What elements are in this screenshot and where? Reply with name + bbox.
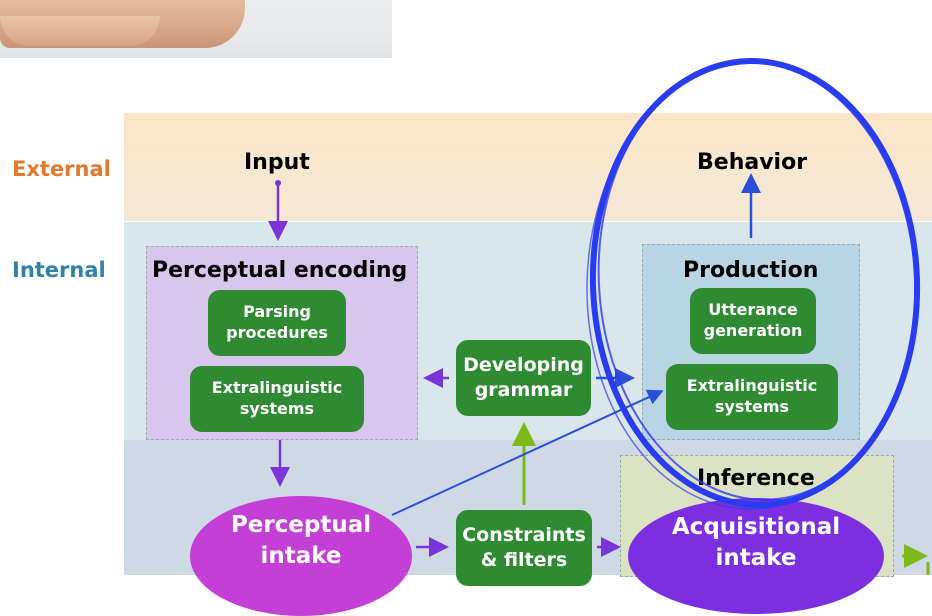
input-label: Input [244, 150, 310, 175]
constraints-filters-box: Constraints & filters [456, 510, 592, 586]
photo-fragment [0, 0, 392, 58]
intake-to-production-arrow [391, 389, 664, 516]
internal-label: Internal [12, 258, 106, 282]
acquisitional-intake-text: Acquisitional intake [671, 514, 841, 572]
input-to-encoding-arrow [268, 180, 288, 241]
band-divider [124, 221, 932, 222]
inference-title: Inference [697, 466, 815, 491]
highlight-circle-annotation [586, 58, 921, 510]
developing-grammar-text: Developing grammar [463, 354, 584, 401]
perceptual-encoding-title: Perceptual encoding [152, 258, 408, 283]
parsing-procedures-box: Parsing procedures [208, 290, 346, 356]
extralinguistic-systems-left-box: Extralinguistic systems [190, 366, 364, 432]
external-band [124, 113, 932, 221]
arrows-layer [268, 58, 930, 575]
extralinguistic-systems-right-box: Extralinguistic systems [666, 364, 838, 430]
extralinguistic-systems-right-text: Extralinguistic systems [686, 376, 818, 416]
perceptual-intake-text: Perceptual intake [230, 512, 372, 570]
constraints-filters-text: Constraints & filters [462, 524, 586, 571]
external-label: External [12, 157, 111, 181]
behavior-label: Behavior [697, 150, 808, 175]
developing-grammar-box: Developing grammar [456, 340, 591, 416]
utterance-generation-box: Utterance generation [690, 288, 816, 354]
extralinguistic-systems-left-text: Extralinguistic systems [211, 378, 343, 418]
parsing-procedures-text: Parsing procedures [226, 302, 328, 342]
utterance-generation-text: Utterance generation [703, 300, 803, 340]
hand-image-lower [0, 16, 160, 46]
production-title: Production [683, 258, 819, 283]
